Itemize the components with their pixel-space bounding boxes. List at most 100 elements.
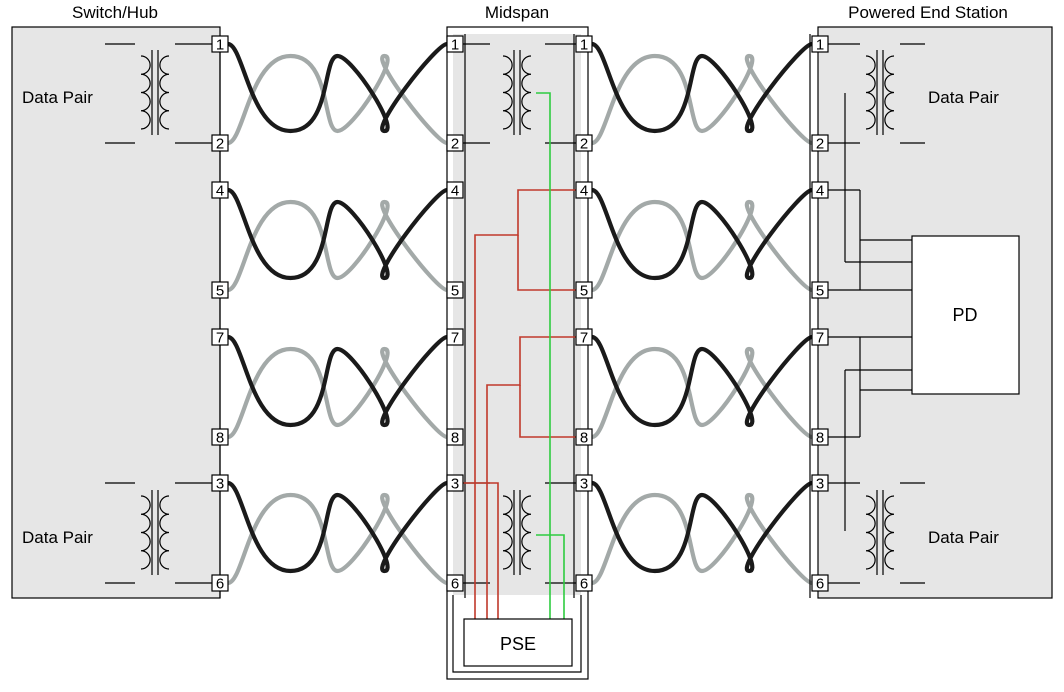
wire-dark-left-1 — [227, 187, 448, 281]
internal-wiring — [105, 34, 925, 598]
pse-label: PSE — [500, 634, 536, 654]
pin-label: 6 — [216, 576, 224, 593]
pin-switch-8: 8 — [211, 428, 229, 447]
pin-label: 4 — [451, 183, 459, 200]
midspan-title: Midspan — [485, 3, 549, 22]
pin-end-station-1: 1 — [811, 35, 829, 54]
midspan-inner-panel — [453, 34, 581, 595]
wire-light-right-3 — [591, 492, 813, 586]
transformer-switch-bottom — [140, 490, 170, 575]
pin-switch-7: 7 — [211, 328, 229, 347]
pin-midspan-left-8: 8 — [446, 428, 464, 447]
pin-label: 8 — [216, 430, 224, 447]
pin-end-station-3: 3 — [811, 474, 829, 493]
pin-label: 6 — [451, 576, 459, 593]
pin-midspan-left-3: 3 — [446, 474, 464, 493]
wire-dark-right-2 — [591, 334, 813, 428]
wire-light-right-0 — [591, 53, 813, 146]
power-line-red-3 — [519, 385, 576, 438]
pin-end-station-5: 5 — [811, 281, 829, 300]
pin-midspan-right-7: 7 — [575, 328, 593, 347]
power-lines — [463, 92, 576, 619]
pin-label: 3 — [216, 476, 224, 493]
pin-label: 7 — [816, 330, 824, 347]
pin-label: 5 — [580, 283, 588, 300]
transformers — [140, 50, 895, 575]
pin-label: 7 — [580, 330, 588, 347]
pin-end-station-6: 6 — [811, 574, 829, 593]
data-pair-label-end-top: Data Pair — [928, 88, 999, 107]
pin-label: 7 — [216, 330, 224, 347]
pse-box — [463, 618, 573, 667]
pin-label: 3 — [451, 476, 459, 493]
pin-midspan-left-2: 2 — [446, 134, 464, 153]
midspan-inner-frame — [452, 595, 582, 673]
pin-end-station-7: 7 — [811, 328, 829, 347]
pin-label: 2 — [216, 136, 224, 153]
pin-terminals: 1 2 4 5 7 8 3 6 1 2 4 5 7 8 3 6 1 2 4 5 7 8 3 6 1 2 4 5 7 8 3 6 — [211, 35, 829, 593]
pin-switch-3: 3 — [211, 474, 229, 493]
pin-midspan-right-4: 4 — [575, 181, 593, 200]
pin-midspan-left-4: 4 — [446, 181, 464, 200]
pin-label: 5 — [451, 283, 459, 300]
wire-light-right-1 — [591, 199, 813, 293]
switch-hub-panel — [11, 26, 221, 599]
pin-midspan-left-7: 7 — [446, 328, 464, 347]
pin-midspan-left-6: 6 — [446, 574, 464, 593]
pin-midspan-right-1: 1 — [575, 35, 593, 54]
power-line-green-0 — [536, 92, 551, 619]
power-line-green-1 — [536, 534, 565, 619]
pin-switch-2: 2 — [211, 134, 229, 153]
wire-light-left-3 — [227, 492, 448, 586]
wire-dark-left-3 — [227, 480, 448, 574]
transformer-switch-top — [140, 50, 170, 135]
pin-label: 8 — [816, 430, 824, 447]
pin-label: 1 — [451, 37, 459, 54]
wire-dark-right-0 — [591, 41, 813, 134]
switch-hub-title: Switch/Hub — [72, 3, 158, 22]
pin-label: 8 — [451, 430, 459, 447]
pin-midspan-right-2: 2 — [575, 134, 593, 153]
pin-midspan-right-5: 5 — [575, 281, 593, 300]
transformer-midspan-bottom — [502, 490, 532, 575]
pin-midspan-right-8: 8 — [575, 428, 593, 447]
pin-switch-1: 1 — [211, 35, 229, 54]
powered-end-station-title: Powered End Station — [848, 3, 1008, 22]
wire-light-left-2 — [227, 346, 448, 440]
pin-switch-4: 4 — [211, 181, 229, 200]
wire-dark-right-1 — [591, 187, 813, 281]
pin-end-station-4: 4 — [811, 181, 829, 200]
pin-end-station-8: 8 — [811, 428, 829, 447]
pin-label: 7 — [451, 330, 459, 347]
power-line-red-1 — [517, 235, 576, 291]
pd-label: PD — [952, 305, 977, 325]
pin-midspan-left-5: 5 — [446, 281, 464, 300]
transformer-midspan-top — [502, 50, 532, 135]
pin-switch-6: 6 — [211, 574, 229, 593]
pin-label: 1 — [816, 37, 824, 54]
pin-midspan-right-3: 3 — [575, 474, 593, 493]
pin-label: 2 — [580, 136, 588, 153]
pin-midspan-left-1: 1 — [446, 35, 464, 54]
wire-dark-left-0 — [227, 41, 448, 134]
pin-label: 5 — [216, 283, 224, 300]
wire-dark-left-2 — [227, 334, 448, 428]
data-pair-label-switch-bottom: Data Pair — [22, 528, 93, 547]
pin-label: 3 — [580, 476, 588, 493]
pin-label: 2 — [451, 136, 459, 153]
pin-label: 3 — [816, 476, 824, 493]
wire-light-left-1 — [227, 199, 448, 293]
pin-midspan-right-6: 6 — [575, 574, 593, 593]
pd-box — [911, 235, 1020, 395]
pin-label: 4 — [216, 183, 224, 200]
cable-segment-right — [591, 41, 813, 586]
pin-label: 1 — [216, 37, 224, 54]
pin-switch-5: 5 — [211, 281, 229, 300]
data-pair-label-switch-top: Data Pair — [22, 88, 93, 107]
pin-label: 1 — [580, 37, 588, 54]
pin-end-station-2: 2 — [811, 134, 829, 153]
pin-label: 6 — [580, 576, 588, 593]
pin-label: 5 — [816, 283, 824, 300]
pin-label: 6 — [816, 576, 824, 593]
